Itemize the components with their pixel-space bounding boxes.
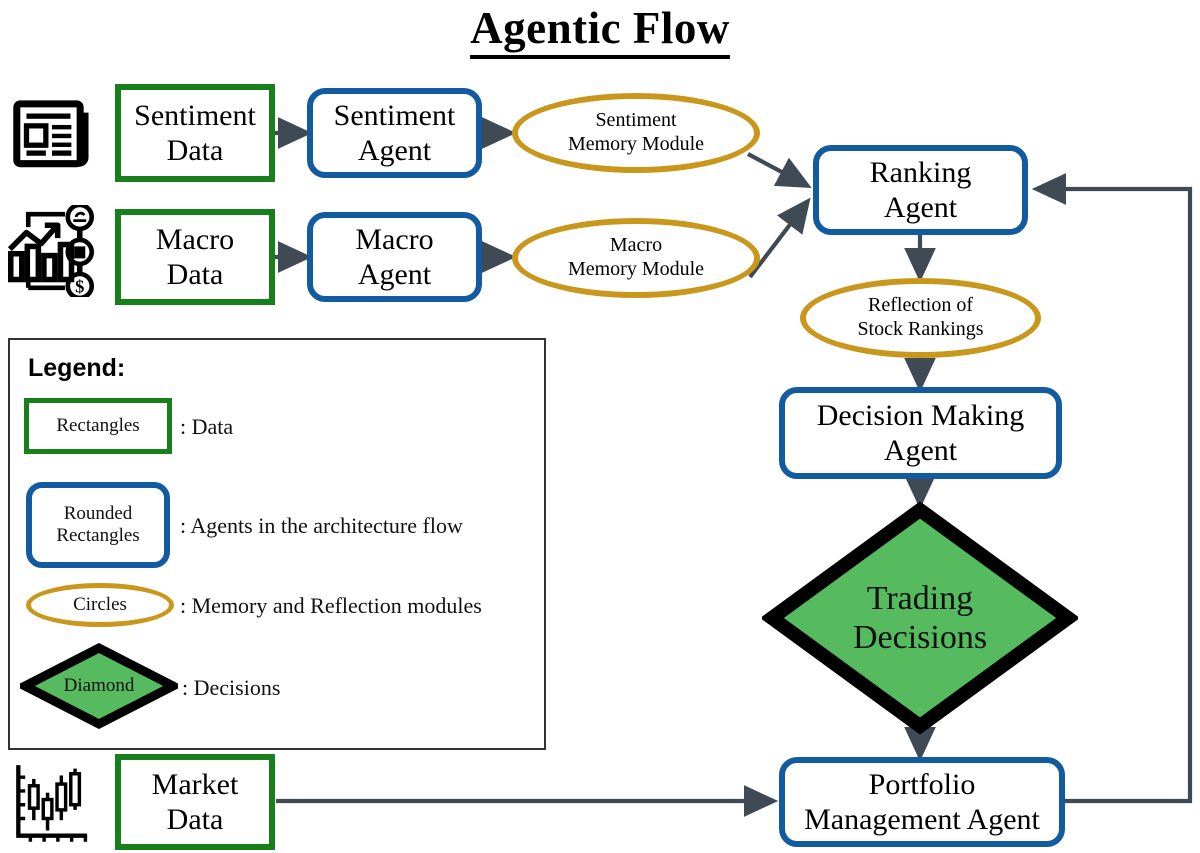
legend-panel: Legend: Rectangles : Data Rounded Rectan… [8, 338, 546, 750]
node-market-data[interactable]: Market Data [115, 754, 275, 850]
node-macro-data[interactable]: Macro Data [115, 209, 275, 305]
legend-swatch-diamond: Diamond [15, 642, 183, 730]
legend-swatch-ellipse-label: Circles [73, 594, 127, 616]
node-macro-agent[interactable]: Macro Agent [307, 212, 482, 302]
legend-desc-rounded-rectangles: : Agents in the architecture flow [180, 513, 463, 538]
node-portfolio-management-agent[interactable]: Portfolio Management Agent [779, 757, 1065, 847]
newspaper-icon [13, 100, 89, 168]
legend-swatch-diamond-label: Diamond [63, 675, 135, 696]
macro-economy-icon: $ [8, 205, 95, 297]
node-market-data-label: Market Data [151, 767, 239, 836]
legend-desc-diamond: : Decisions [182, 675, 281, 700]
node-sentiment-data[interactable]: Sentiment Data [115, 84, 275, 182]
svg-text:$: $ [75, 276, 84, 296]
node-decision-making-agent-label: Decision Making Agent [816, 398, 1025, 467]
legend-swatch-rectangle-label: Rectangles [56, 415, 140, 437]
node-ranking-agent[interactable]: Ranking Agent [813, 145, 1028, 235]
node-macro-memory-label: Macro Memory Module [567, 234, 705, 280]
node-reflection-of-stock-rankings[interactable]: Reflection of Stock Rankings [800, 278, 1041, 358]
legend-swatch-ellipse: Circles [26, 583, 174, 627]
page-title-text: Agentic Flow [470, 3, 730, 59]
edge-macro-memory-to-ranking [748, 197, 811, 279]
node-sentiment-agent[interactable]: Sentiment Agent [307, 88, 482, 178]
legend-desc-circles: : Memory and Reflection modules [180, 593, 482, 618]
edge-sentiment-memory-to-ranking [747, 152, 812, 188]
legend-diamond-shape [15, 642, 183, 730]
legend-swatch-rounded-rectangle-label: Rounded Rectangles [56, 503, 140, 546]
node-sentiment-data-label: Sentiment Data [134, 98, 256, 167]
legend-swatch-rectangle: Rectangles [24, 398, 172, 454]
node-reflection-label: Reflection of Stock Rankings [857, 294, 984, 340]
node-sentiment-agent-label: Sentiment Agent [333, 98, 456, 167]
node-decision-making-agent[interactable]: Decision Making Agent [779, 387, 1062, 479]
candlestick-chart-icon [16, 765, 88, 842]
node-macro-agent-label: Macro Agent [355, 222, 434, 291]
legend-desc-rectangles: : Data [180, 414, 234, 439]
node-macro-memory-module[interactable]: Macro Memory Module [512, 218, 760, 298]
page-title: Agentic Flow [0, 2, 1200, 59]
legend-heading: Legend: [28, 354, 126, 382]
node-portfolio-management-agent-label: Portfolio Management Agent [804, 767, 1040, 836]
diamond-shape [760, 501, 1080, 735]
node-macro-data-label: Macro Data [155, 222, 235, 291]
node-sentiment-memory-module[interactable]: Sentiment Memory Module [512, 93, 760, 173]
node-trading-decisions[interactable]: Trading Decisions [760, 500, 1080, 736]
node-trading-decisions-label: Trading Decisions [852, 579, 988, 656]
node-ranking-agent-label: Ranking Agent [869, 155, 972, 224]
node-sentiment-memory-label: Sentiment Memory Module [567, 109, 705, 155]
legend-swatch-rounded-rectangle: Rounded Rectangles [26, 482, 170, 568]
